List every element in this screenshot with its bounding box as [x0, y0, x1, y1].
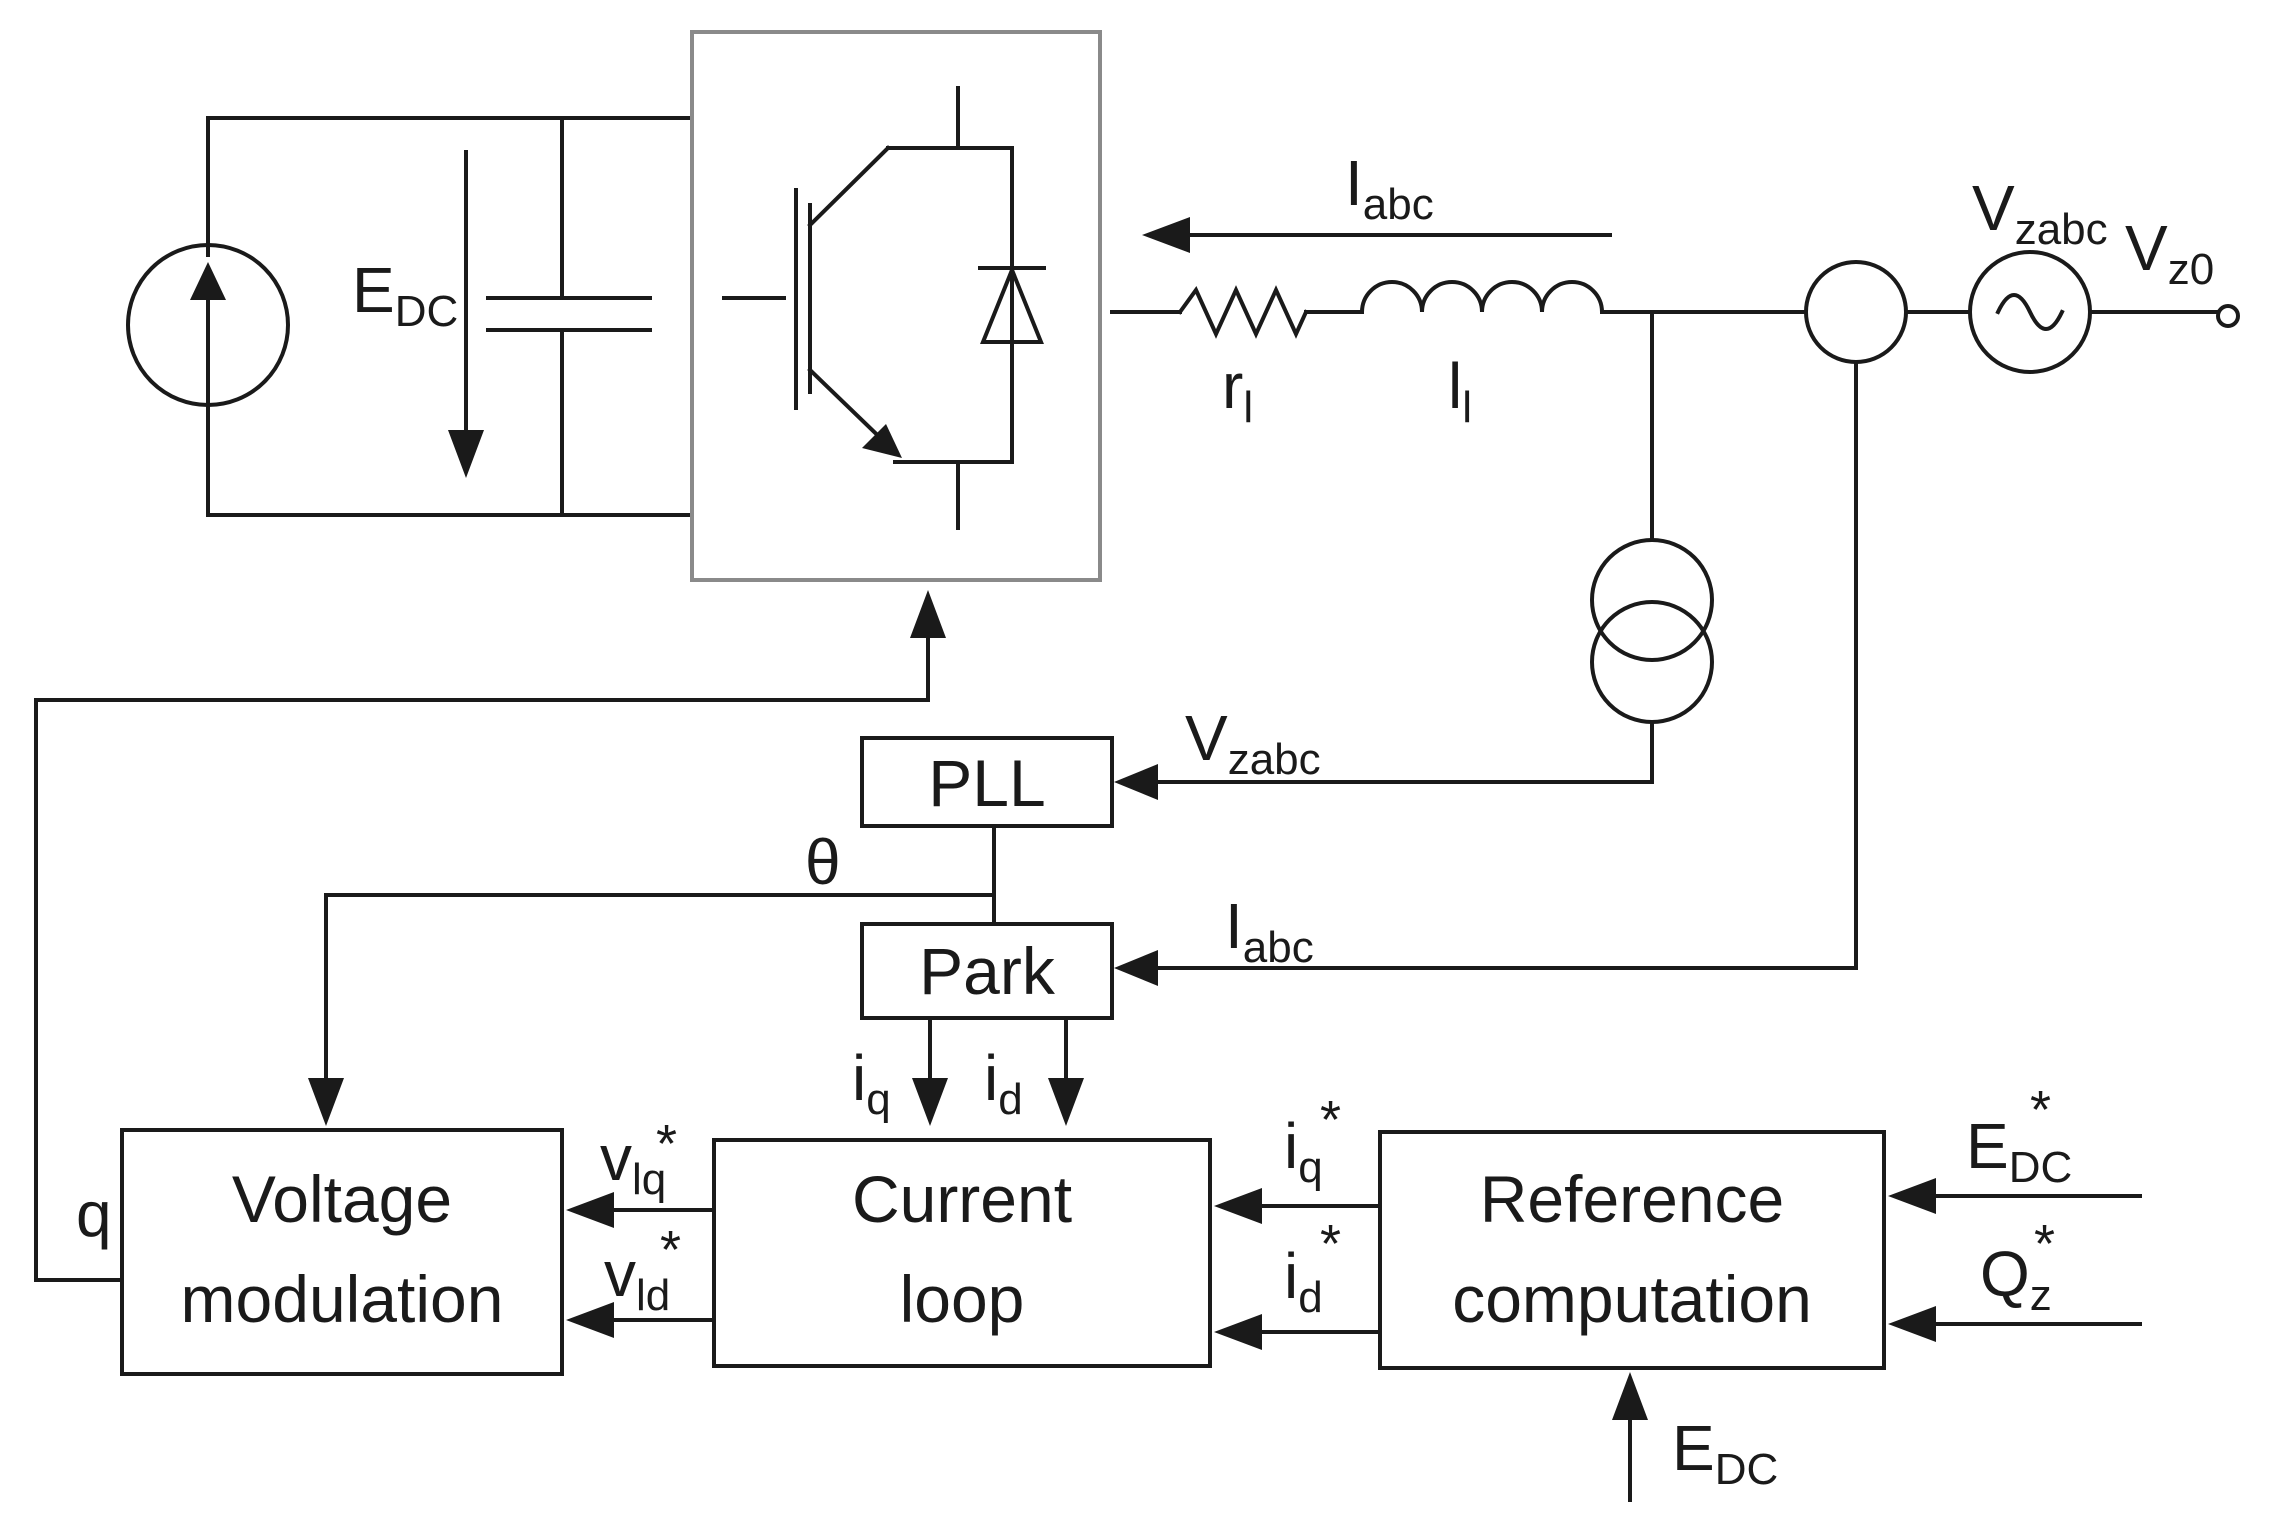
theta-label: θ: [805, 826, 841, 898]
id-ref-label: id: [1284, 1240, 1323, 1322]
current-loop-label-2: loop: [900, 1262, 1025, 1336]
id-ref-star: *: [1320, 1214, 1341, 1274]
edc-ref-star: *: [2030, 1080, 2051, 1140]
reference-computation-block: [1378, 1130, 1886, 1370]
voltage-transformer-icon: [1590, 538, 1714, 724]
vlq-label: vlq: [600, 1122, 666, 1204]
qz-ref-label: Qz: [1980, 1238, 2052, 1320]
park-label: Park: [919, 934, 1056, 1008]
iq-ref-star: *: [1320, 1090, 1341, 1150]
ll-label: ll: [1448, 350, 1472, 432]
iq-ref-label: iq: [1284, 1110, 1323, 1192]
vz0-terminal: [2216, 304, 2240, 328]
id-label: id: [984, 1042, 1023, 1124]
vzabc-top-label: Vzabc: [1972, 172, 2108, 254]
ac-voltage-source-icon: [1968, 250, 2092, 374]
vzabc-pll-label: Vzabc: [1185, 702, 1321, 784]
iabc-park-label: Iabc: [1225, 890, 1314, 972]
vz0-label: Vz0: [2125, 212, 2214, 294]
current-loop-label-1: Current: [852, 1162, 1072, 1236]
pll-label: PLL: [928, 746, 1045, 820]
iabc-current-arrow: [1142, 217, 1612, 253]
inductor-icon: [1359, 280, 1605, 315]
edc-ref-label: EDC: [1966, 1110, 2072, 1192]
rl-label: rl: [1222, 350, 1253, 432]
reference-computation-label-2: computation: [1452, 1262, 1812, 1336]
dc-circuit: [206, 116, 692, 517]
switch-box: [690, 30, 1102, 582]
qz-ref-star: *: [2034, 1214, 2055, 1274]
edc-label: EDC: [352, 254, 458, 336]
vld-label: vld: [604, 1238, 670, 1320]
vlq-star: *: [656, 1114, 677, 1174]
vld-star: *: [660, 1220, 681, 1280]
voltage-modulation-label-1: Voltage: [232, 1162, 452, 1236]
reference-computation-label-1: Reference: [1480, 1162, 1785, 1236]
resistor-icon: [1177, 285, 1309, 339]
q-label: q: [76, 1178, 112, 1250]
diode-icon: [956, 146, 1046, 464]
igbt-transistor-icon: [722, 86, 1014, 530]
edc-voltage-arrow: [448, 150, 484, 478]
capacitor-icon: [486, 296, 652, 332]
current-sensor-icon: [1804, 260, 1908, 364]
current-loop-block: [712, 1138, 1212, 1368]
voltage-modulation-label-2: modulation: [181, 1262, 504, 1336]
current-source-icon: [126, 243, 290, 407]
iq-label: iq: [852, 1042, 891, 1124]
voltage-modulation-block: [120, 1128, 564, 1376]
edc-bottom-label: EDC: [1672, 1412, 1778, 1494]
iabc-top-label: Iabc: [1345, 147, 1434, 229]
pll-block: [860, 736, 1114, 828]
park-block: [860, 922, 1114, 1020]
